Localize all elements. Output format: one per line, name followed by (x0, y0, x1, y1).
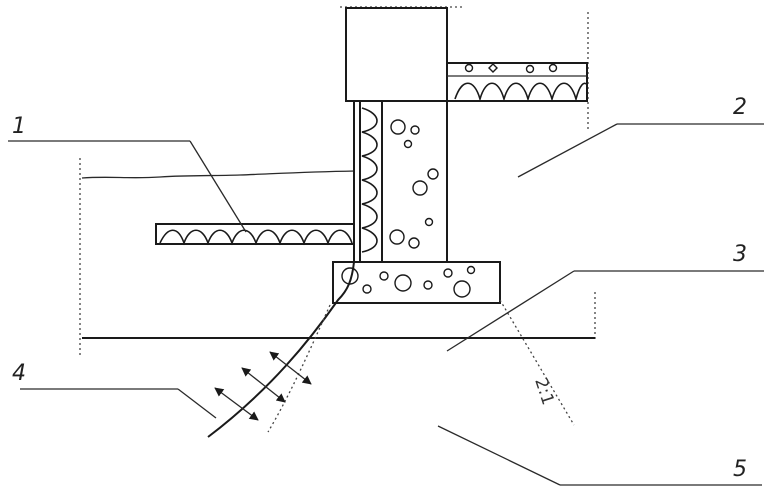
vertical-insulation-wave (361, 107, 378, 253)
footing-aggregate-bubble (423, 280, 433, 290)
drainage-arrow (241, 367, 286, 403)
load-spread-ratio-label: 2:1 (530, 375, 557, 407)
leader-line-4-angled (177, 388, 217, 419)
drainage-arrow (214, 387, 259, 421)
wall-aggregate-bubble (412, 180, 428, 196)
wall-aggregate-bubble (403, 139, 413, 149)
wall-aggregate-bubble (408, 237, 420, 249)
label-5: 5 (733, 457, 747, 482)
vertical-insulation-strip (359, 100, 383, 263)
upper-slab-wave (454, 82, 587, 103)
leader-line-5-angled (437, 425, 561, 486)
footing-aggregate-bubble (453, 280, 471, 298)
footing-aggregate-bubble (394, 274, 412, 292)
leader-line-3-angled (446, 270, 575, 352)
footing-aggregate-bubble (362, 284, 372, 294)
footing-aggregate-bubble (466, 265, 476, 275)
label-4: 4 (12, 361, 26, 386)
wall-aggregate-bubble (410, 125, 420, 135)
wall-aggregate-bubble (427, 168, 439, 180)
column-block (345, 7, 448, 102)
upper-slab-diamond (488, 63, 498, 73)
footing-slab (332, 261, 501, 304)
drainage-dotted-curve (267, 304, 331, 433)
horizontal-insulation-wave (159, 229, 353, 246)
upper-slab-bubble (548, 63, 558, 73)
footing-aggregate-bubble (379, 271, 389, 281)
ground-surface-left (81, 170, 356, 179)
footing-aggregate-bubble (443, 268, 453, 278)
label-1: 1 (12, 114, 26, 139)
upper-slab-bubble (464, 63, 474, 73)
leader-line-1-angled (189, 140, 247, 233)
label-3: 3 (733, 242, 747, 267)
drainage-arrow (269, 351, 312, 385)
wall-aggregate-bubble (424, 217, 434, 227)
wall-aggregate-bubble (390, 119, 406, 135)
upper-slab-bubble (525, 64, 535, 74)
label-2: 2 (733, 95, 747, 120)
load-spread-line (499, 299, 575, 426)
wall-aggregate-bubble (389, 229, 405, 245)
leader-line-2-angled (517, 123, 618, 178)
upper-insulation-slab (446, 62, 588, 102)
